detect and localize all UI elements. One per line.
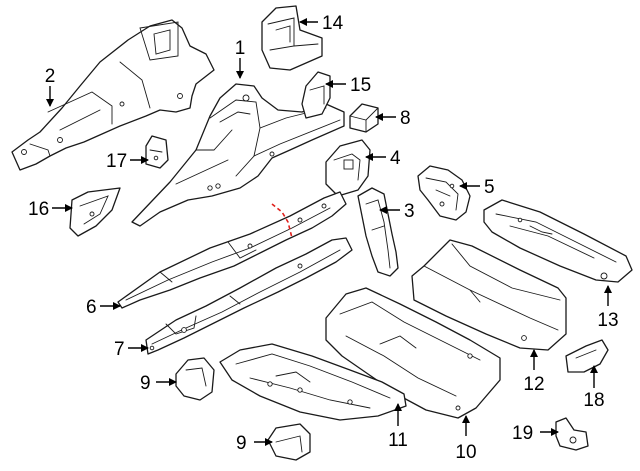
callout-label-6: 6 bbox=[86, 297, 97, 318]
callout-4: 4 bbox=[365, 148, 401, 169]
part-16-gusset[interactable] bbox=[69, 187, 121, 237]
callout-17: 17 bbox=[106, 151, 149, 172]
callout-2: 2 bbox=[45, 66, 56, 107]
callout-15: 15 bbox=[325, 75, 371, 96]
callout-label-9-upper: 9 bbox=[140, 373, 151, 394]
callout-16: 16 bbox=[28, 199, 73, 220]
callout-label-10: 10 bbox=[455, 442, 476, 463]
part-11-front-floor[interactable] bbox=[219, 343, 407, 421]
callout-10: 10 bbox=[455, 415, 477, 463]
callout-label-14: 14 bbox=[322, 13, 344, 34]
part-3-rail-bracket[interactable] bbox=[357, 187, 399, 277]
part-17-clip[interactable] bbox=[145, 135, 169, 169]
callout-19: 19 bbox=[512, 423, 559, 444]
callout-8: 8 bbox=[375, 108, 411, 129]
part-12-trunk-floor[interactable] bbox=[411, 239, 567, 351]
callout-label-3: 3 bbox=[404, 201, 415, 222]
part-7-lower-rail[interactable] bbox=[145, 237, 353, 355]
callout-label-18: 18 bbox=[583, 390, 604, 411]
callout-label-9-lower: 9 bbox=[236, 433, 247, 454]
callout-11: 11 bbox=[388, 403, 408, 451]
part-1-rear-rail[interactable] bbox=[131, 83, 345, 227]
part-14-bracket[interactable] bbox=[261, 5, 323, 71]
callout-label-5: 5 bbox=[484, 177, 495, 198]
part-9-bracket-upper[interactable] bbox=[175, 357, 215, 401]
part-18-bracket[interactable] bbox=[565, 339, 609, 373]
callout-label-12: 12 bbox=[523, 374, 544, 395]
part-8-bracket[interactable] bbox=[349, 103, 379, 133]
callout-label-13: 13 bbox=[597, 310, 618, 331]
callout-label-15: 15 bbox=[350, 75, 371, 96]
callout-label-17: 17 bbox=[106, 151, 127, 172]
callout-12: 12 bbox=[523, 349, 545, 395]
callout-label-16: 16 bbox=[28, 199, 49, 220]
part-2-wheelhouse-inner[interactable] bbox=[11, 19, 215, 171]
part-5-bracket-assembly[interactable] bbox=[417, 165, 471, 221]
callout-label-4: 4 bbox=[390, 148, 401, 169]
callout-6: 6 bbox=[86, 297, 121, 318]
callout-9-upper: 9 bbox=[140, 373, 177, 394]
callout-label-1: 1 bbox=[235, 38, 246, 59]
callout-3: 3 bbox=[379, 201, 415, 222]
callout-7: 7 bbox=[114, 339, 149, 360]
part-4-extension[interactable] bbox=[325, 139, 371, 197]
callout-9-lower: 9 bbox=[236, 433, 273, 454]
part-19-plate[interactable] bbox=[555, 417, 589, 451]
callout-14: 14 bbox=[299, 13, 344, 34]
part-6-side-rail[interactable] bbox=[117, 191, 347, 309]
part-9-bracket-lower[interactable] bbox=[267, 423, 311, 461]
callout-13: 13 bbox=[597, 285, 619, 331]
callout-label-2: 2 bbox=[45, 66, 56, 87]
callout-label-8: 8 bbox=[400, 108, 411, 129]
part-10-center-floor[interactable] bbox=[325, 287, 501, 419]
part-15-bracket[interactable] bbox=[301, 71, 331, 119]
callout-18: 18 bbox=[583, 365, 605, 411]
callout-1: 1 bbox=[235, 38, 246, 79]
callout-5: 5 bbox=[459, 177, 495, 198]
callout-label-19: 19 bbox=[512, 423, 533, 444]
callout-label-11: 11 bbox=[388, 430, 408, 451]
part-13-rear-panel[interactable] bbox=[483, 199, 633, 283]
callout-label-7: 7 bbox=[114, 339, 125, 360]
